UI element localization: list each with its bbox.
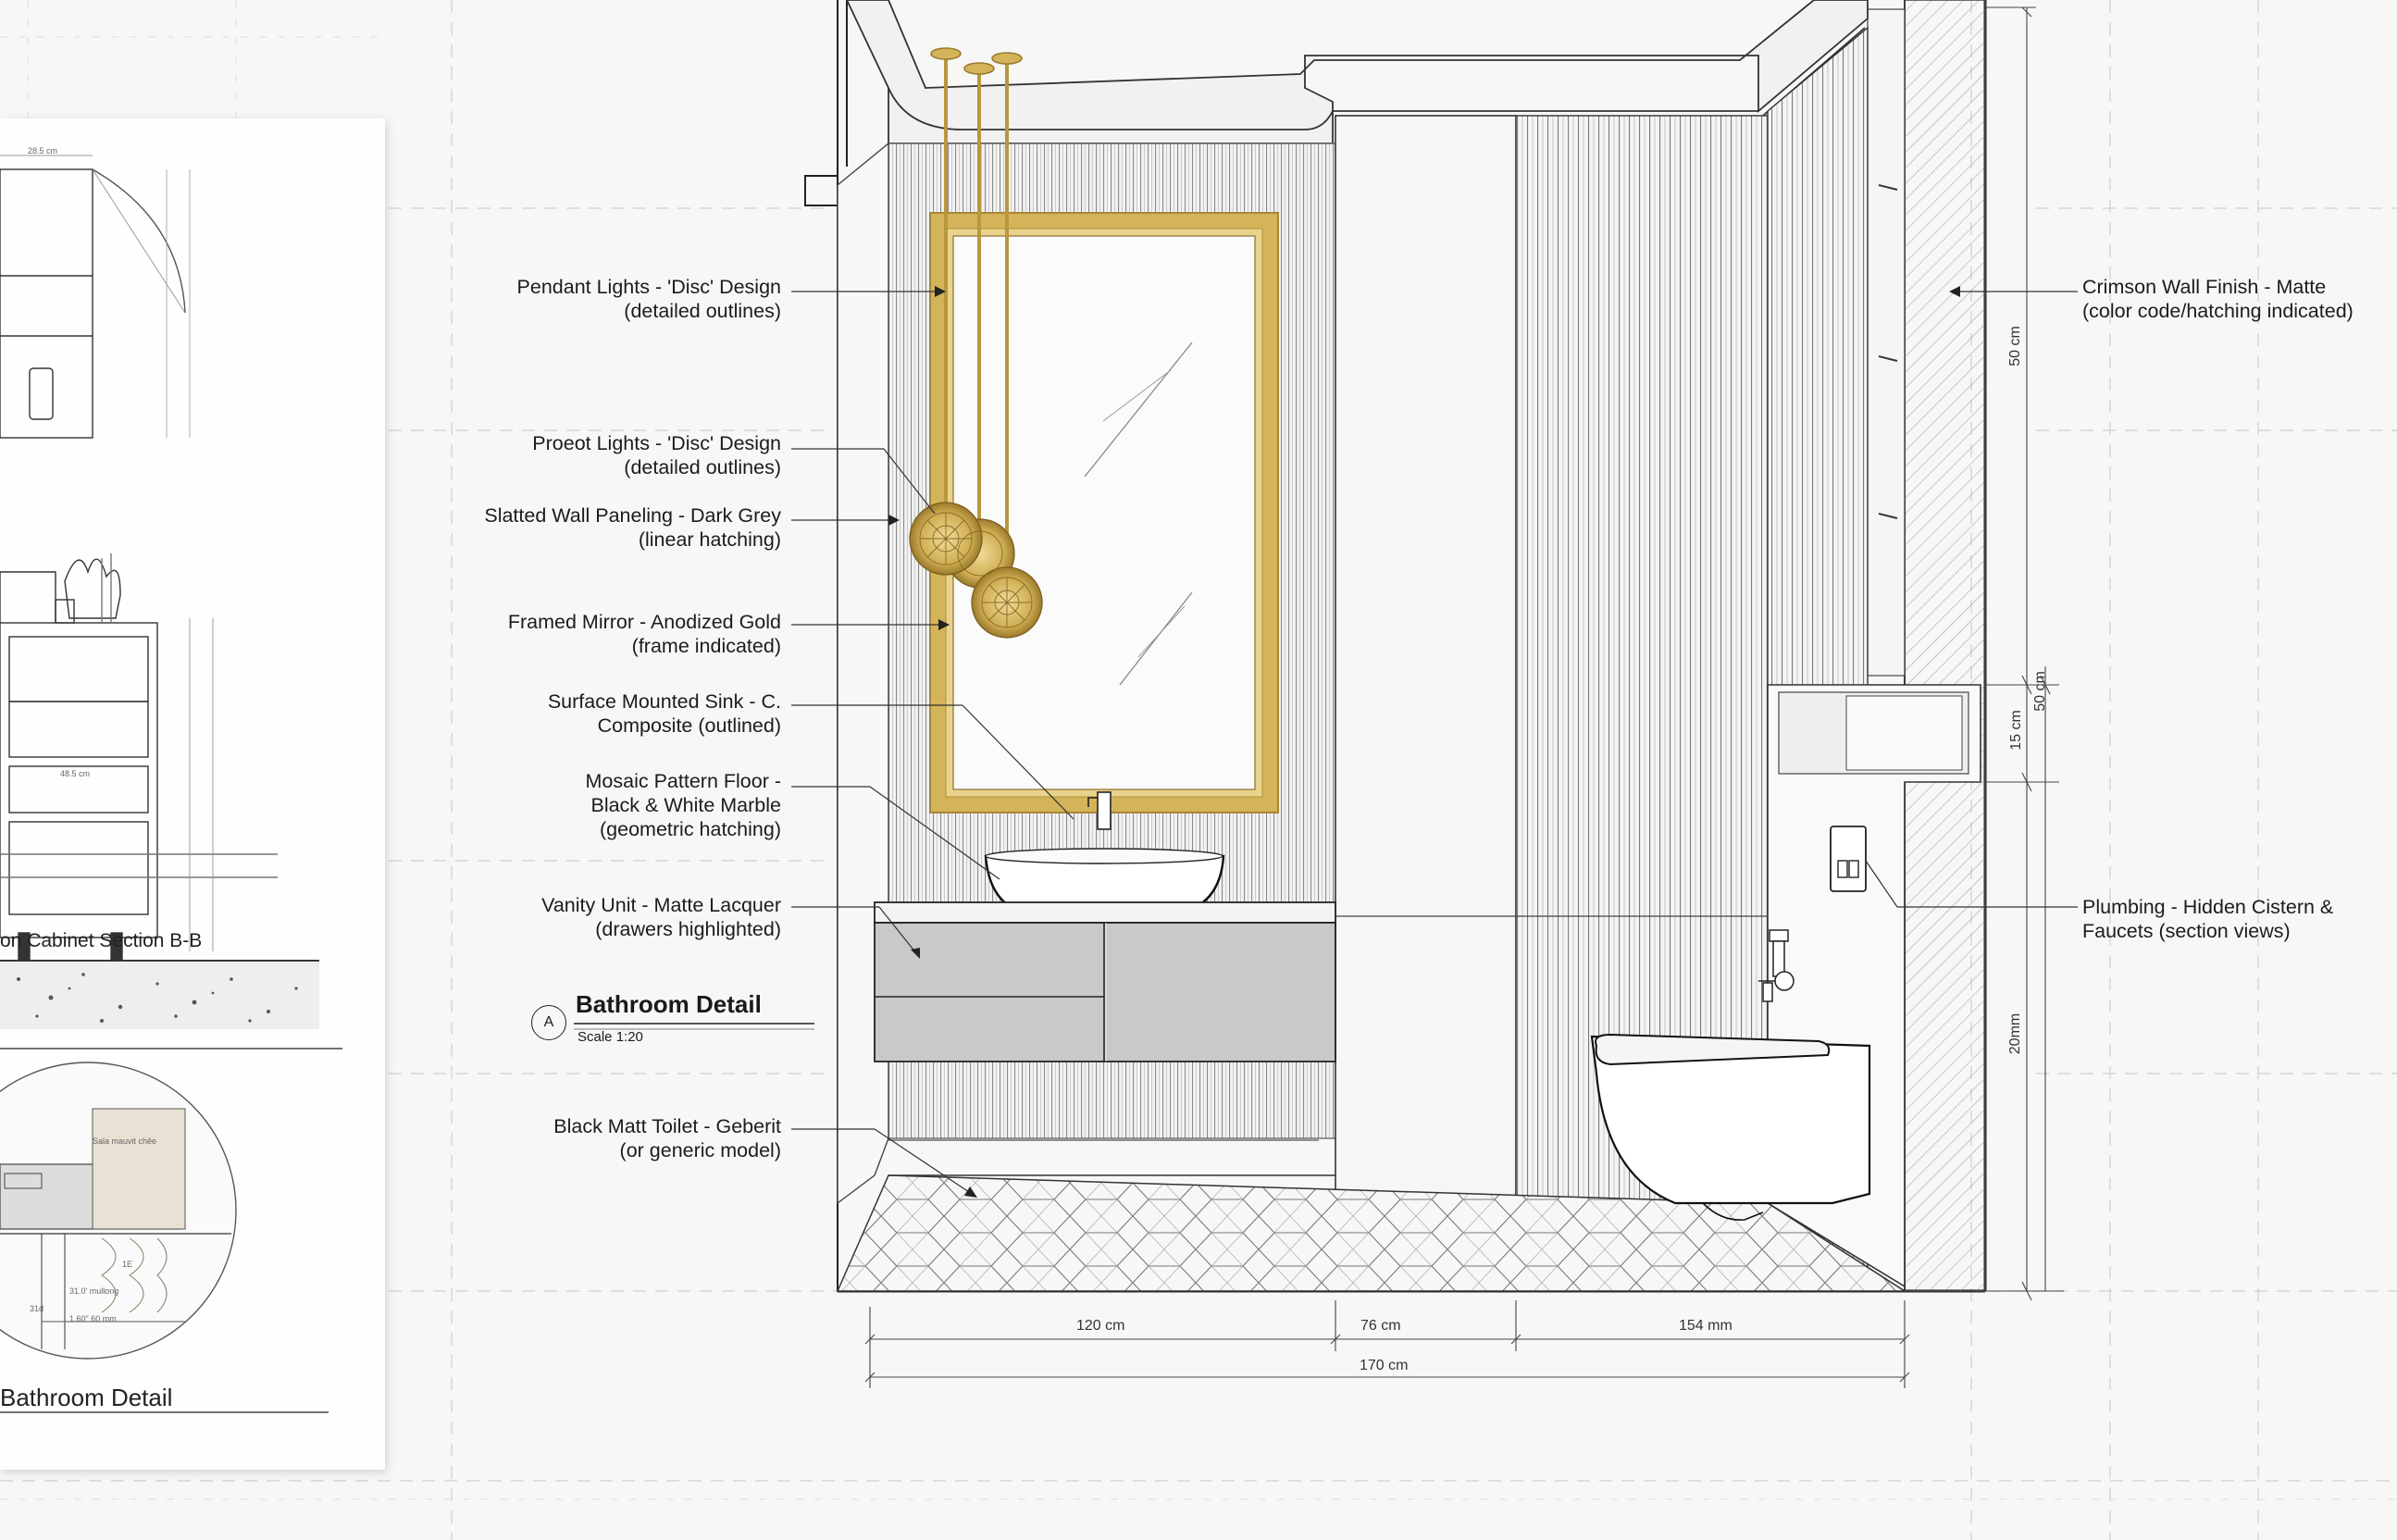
dim-label: 50 cm bbox=[2006, 326, 2023, 366]
sheet-dim-label: 31d bbox=[30, 1304, 44, 1313]
callout-line: (geometric hatching) bbox=[600, 818, 781, 840]
dim-label: 170 cm bbox=[1360, 1358, 1409, 1373]
dim-label: 20mm bbox=[2007, 1012, 2024, 1055]
callout-line: Mosaic Pattern Floor - bbox=[585, 770, 781, 792]
callout-line: Surface Mounted Sink - C. bbox=[547, 690, 781, 713]
callout-line: (detailed outlines) bbox=[624, 456, 781, 478]
sheet-dim-label: 1E bbox=[122, 1260, 133, 1269]
callout-line: (drawers highlighted) bbox=[595, 918, 781, 940]
callout-line: Vanity Unit - Matte Lacquer bbox=[541, 894, 781, 916]
sheet-dim-label: 28.5 cm bbox=[28, 146, 58, 155]
callout-line: (linear hatching) bbox=[638, 528, 781, 551]
dim-label: 154 mm bbox=[1679, 1318, 1733, 1334]
callout-line: (frame indicated) bbox=[631, 635, 781, 657]
dim-label: 50 cm bbox=[2031, 671, 2048, 712]
callout-crimson-wall: Crimson Wall Finish - Matte (color code/… bbox=[2082, 275, 2354, 323]
callout-vanity-unit: Vanity Unit - Matte Lacquer (drawers hig… bbox=[541, 893, 781, 941]
detail-caption: Bathroom Detail bbox=[0, 1384, 173, 1411]
callout-proeot-lights: Proeot Lights - 'Disc' Design (detailed … bbox=[532, 431, 781, 479]
sheet-dim-label: 31.0' mullong bbox=[69, 1286, 119, 1296]
dim-label: 76 cm bbox=[1360, 1318, 1401, 1334]
callout-surface-sink: Surface Mounted Sink - C. Composite (out… bbox=[548, 689, 781, 738]
sheet-dim-label: 48.5 cm bbox=[60, 769, 91, 778]
drawing-scale: Scale 1:20 bbox=[578, 1029, 643, 1045]
callout-pendant-lights: Pendant Lights - 'Disc' Design (detailed… bbox=[517, 275, 781, 323]
callout-plumbing: Plumbing - Hidden Cistern & Faucets (sec… bbox=[2082, 895, 2333, 943]
dim-label: 15 cm bbox=[2007, 710, 2024, 751]
callout-line: Composite (outlined) bbox=[597, 714, 781, 737]
callout-mosaic-floor: Mosaic Pattern Floor - Black & White Mar… bbox=[586, 769, 781, 841]
callout-framed-mirror: Framed Mirror - Anodized Gold (frame ind… bbox=[508, 610, 781, 658]
sheet-dim-label: 1.60" 60 mm bbox=[69, 1314, 117, 1323]
dim-label: 120 cm bbox=[1076, 1318, 1125, 1334]
sheet-dim-label: Sala mauvit chêe bbox=[93, 1136, 157, 1146]
callout-toilet: Black Matt Toilet - Geberit (or generic … bbox=[553, 1114, 781, 1162]
section-marker: A bbox=[531, 1005, 566, 1040]
section-caption: on Cabinet Section B-B bbox=[0, 930, 203, 951]
callout-line: (color code/hatching indicated) bbox=[2082, 300, 2354, 322]
callout-slatted-wall: Slatted Wall Paneling - Dark Grey (linea… bbox=[484, 503, 781, 552]
drawing-title: Bathroom Detail bbox=[576, 990, 762, 1018]
callout-line: Black Matt Toilet - Geberit bbox=[553, 1115, 781, 1137]
callout-line: (detailed outlines) bbox=[624, 300, 781, 322]
callout-line: Slatted Wall Paneling - Dark Grey bbox=[484, 504, 781, 527]
callout-line: Crimson Wall Finish - Matte bbox=[2082, 276, 2327, 298]
callout-line: Faucets (section views) bbox=[2082, 920, 2291, 942]
callout-line: (or generic model) bbox=[619, 1139, 781, 1161]
callout-line: Black & White Marble bbox=[590, 794, 781, 816]
callout-line: Framed Mirror - Anodized Gold bbox=[507, 611, 781, 633]
callout-line: Plumbing - Hidden Cistern & bbox=[2082, 896, 2334, 918]
reference-sheet: 28.5 cm Sala mauvit chêe 1E 31.0' mullon… bbox=[0, 118, 385, 1470]
callout-line: Pendant Lights - 'Disc' Design bbox=[516, 276, 781, 298]
callout-line: Proeot Lights - 'Disc' Design bbox=[532, 432, 781, 454]
cabinet-section-drawing bbox=[0, 155, 342, 1413]
pendant-discs bbox=[909, 502, 1043, 639]
